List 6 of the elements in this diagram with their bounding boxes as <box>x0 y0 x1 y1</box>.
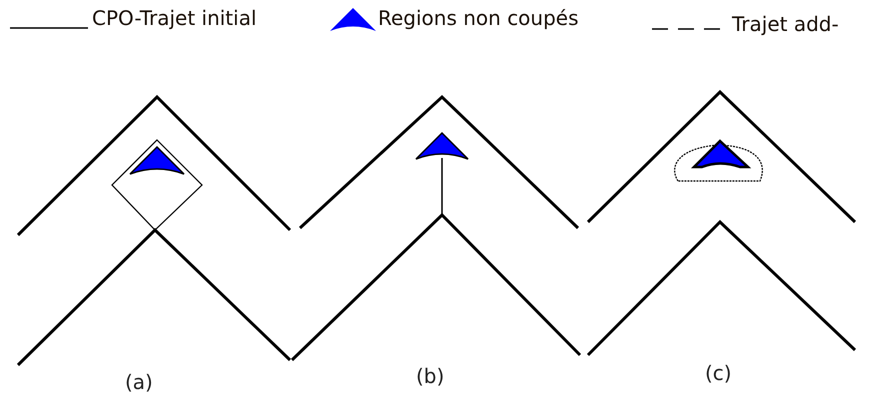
legend-text: Trajet add- <box>732 14 839 34</box>
panel-label: (a) <box>125 372 153 392</box>
legend-text: CPO-Trajet initial <box>92 8 257 28</box>
panel-label: (c) <box>705 363 732 383</box>
legend-text: Regions non coupés <box>378 8 579 28</box>
panel-label: (b) <box>416 366 444 386</box>
